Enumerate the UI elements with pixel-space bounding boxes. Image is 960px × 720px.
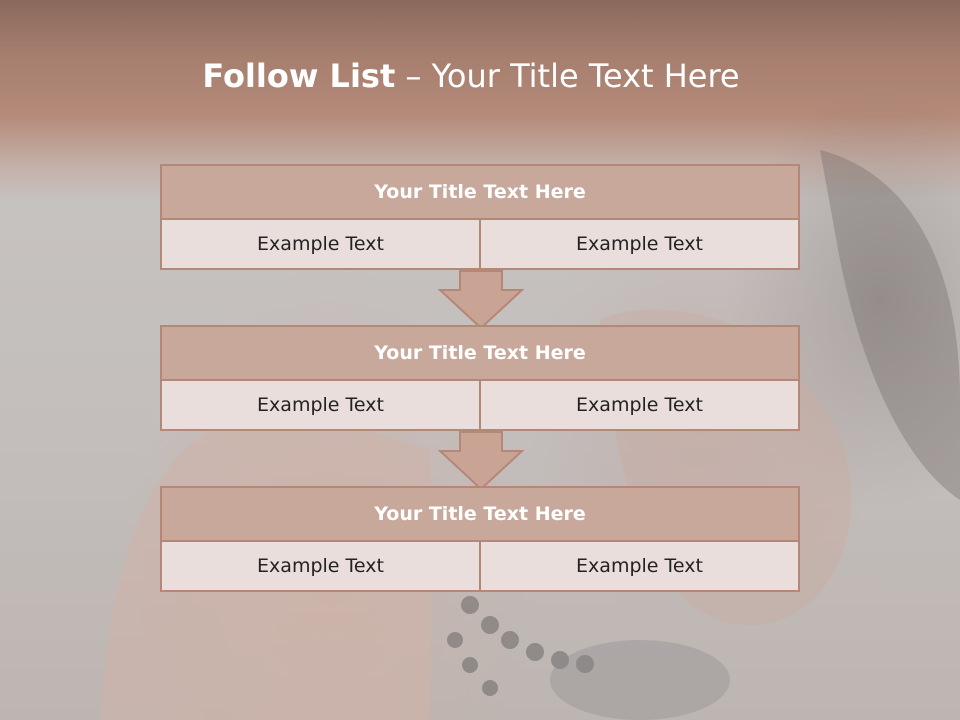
block-row: Example Text Example Text — [160, 381, 800, 431]
title-bold: Follow List — [202, 57, 396, 95]
title-rest: – Your Title Text Here — [395, 57, 740, 95]
block-cell-left: Example Text — [160, 542, 481, 592]
block-title: Your Title Text Here — [160, 486, 800, 542]
down-arrow-icon — [438, 270, 524, 330]
block-cell-left: Example Text — [160, 220, 481, 270]
block-row: Example Text Example Text — [160, 220, 800, 270]
list-block-3: Your Title Text Here Example Text Exampl… — [160, 486, 800, 592]
block-row: Example Text Example Text — [160, 542, 800, 592]
block-title: Your Title Text Here — [160, 325, 800, 381]
list-block-1: Your Title Text Here Example Text Exampl… — [160, 164, 800, 270]
slide-title: Follow List – Your Title Text Here — [0, 56, 942, 96]
block-cell-right: Example Text — [481, 381, 800, 431]
down-arrow-icon — [438, 431, 524, 491]
block-cell-right: Example Text — [481, 542, 800, 592]
block-cell-left: Example Text — [160, 381, 481, 431]
block-cell-right: Example Text — [481, 220, 800, 270]
block-title: Your Title Text Here — [160, 164, 800, 220]
list-block-2: Your Title Text Here Example Text Exampl… — [160, 325, 800, 431]
